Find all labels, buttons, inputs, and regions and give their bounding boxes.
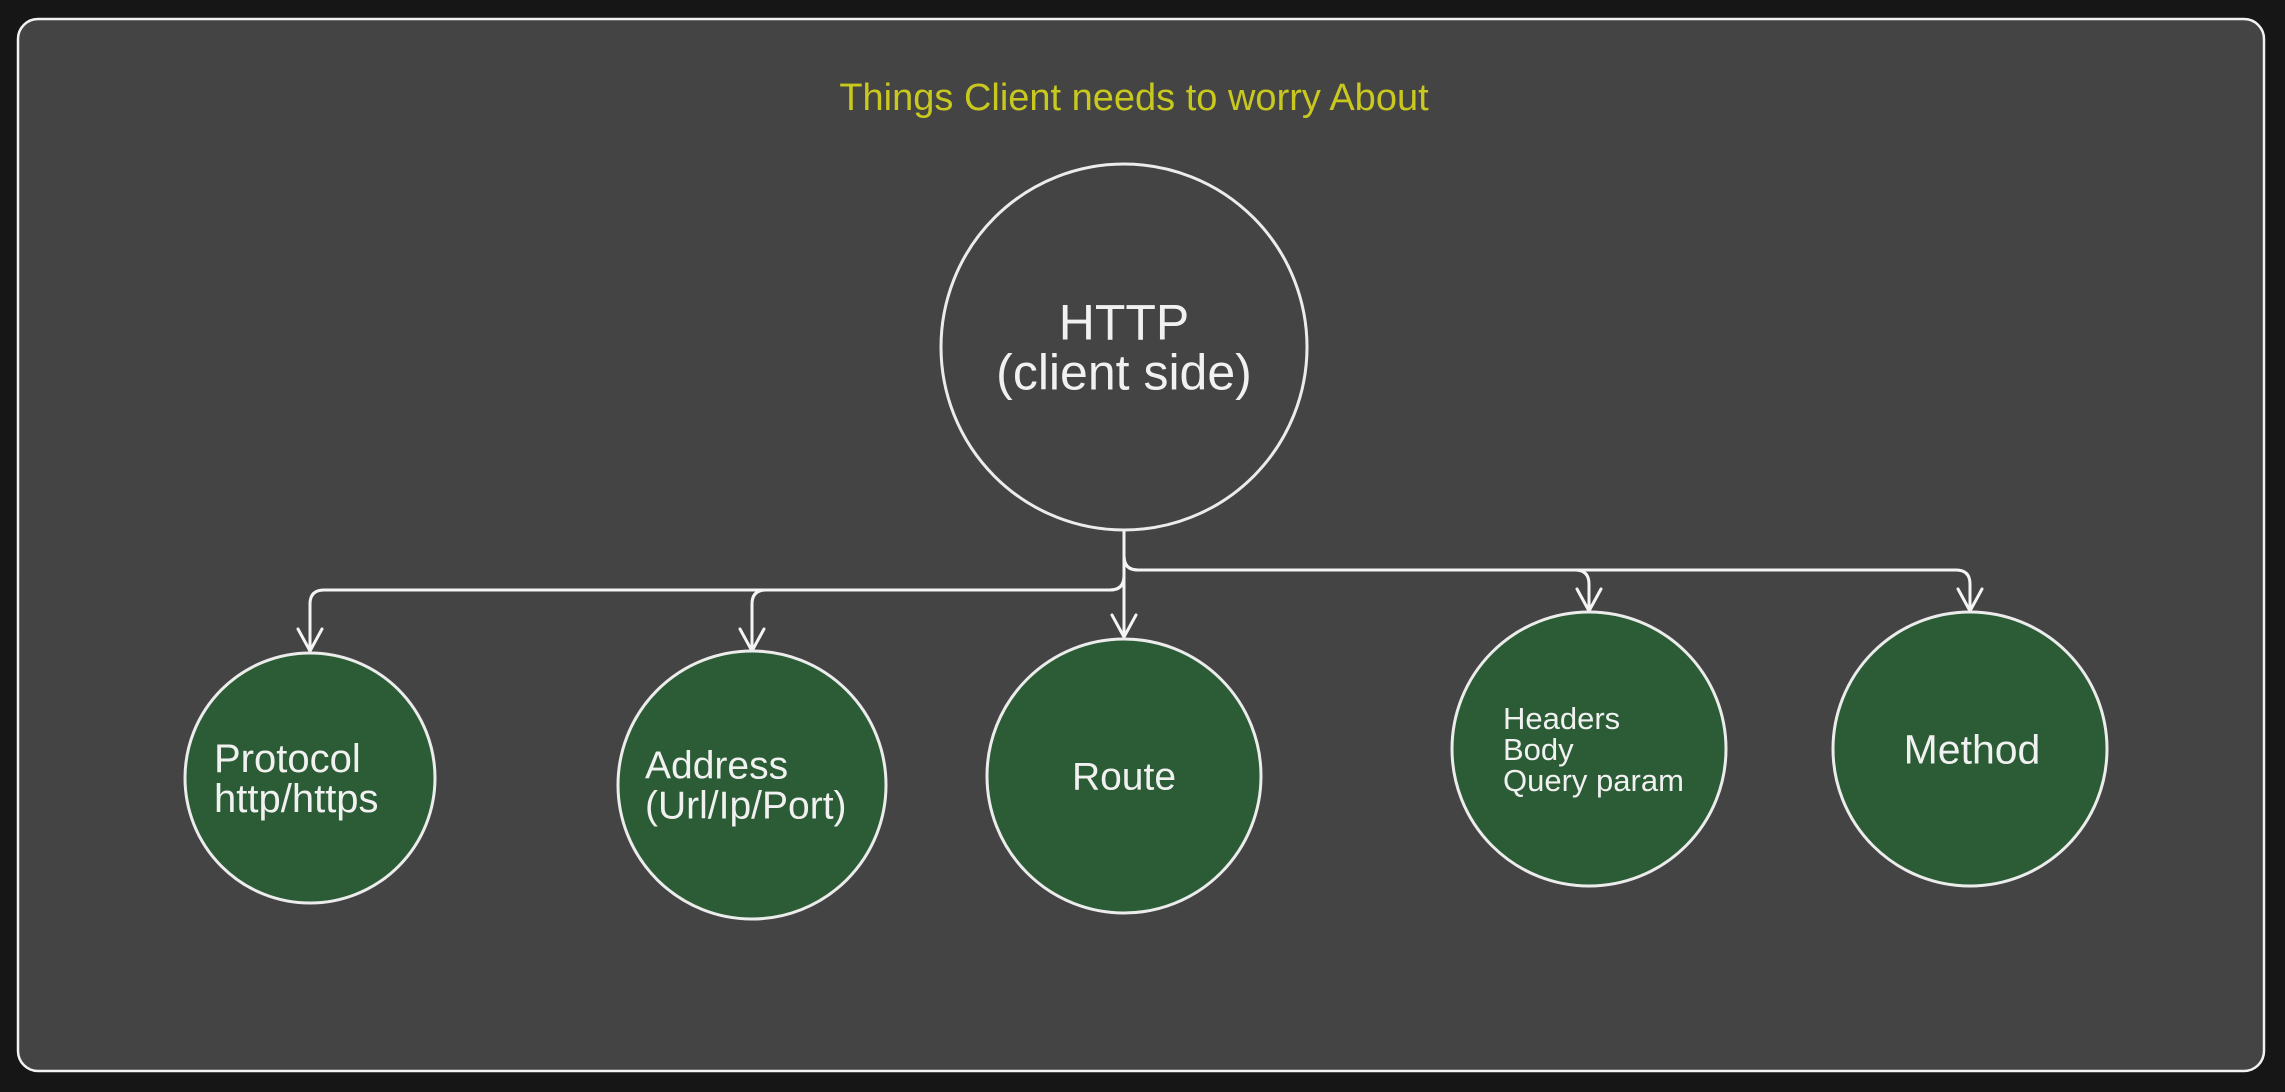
- node-headers-body-query-label-line: Headers: [1503, 701, 1620, 736]
- node-headers-body-query-label-line: Query param: [1503, 763, 1684, 798]
- node-route-circle: [985, 637, 1263, 915]
- diagram-title: Things Client needs to worry About: [839, 77, 1429, 119]
- edge-root-to-method: [1122, 528, 1972, 613]
- node-headers-body-query-circle: [1450, 610, 1728, 888]
- node-http-label-line: HTTP: [1059, 295, 1190, 351]
- arrowhead-route: [1110, 613, 1138, 639]
- node-protocol-circle: [183, 651, 437, 905]
- node-protocol-label-line: Protocol: [214, 737, 361, 781]
- node-route-label-line: Route: [1072, 756, 1176, 799]
- node-http-client-side: HTTP(client side): [939, 162, 1309, 532]
- node-method-circle: [1831, 610, 2109, 888]
- node-http-circle: [939, 162, 1309, 532]
- node-protocol-label-line: http/https: [214, 777, 379, 821]
- arrowhead-protocol: [296, 627, 324, 653]
- node-method: Method: [1831, 610, 2109, 888]
- node-http-label-line: (client side): [996, 345, 1252, 401]
- node-headers-body-query-label-line: Body: [1503, 732, 1574, 767]
- node-method-label-line: Method: [1904, 726, 2041, 772]
- node-route: Route: [985, 637, 1263, 915]
- node-address-label-line: Address: [645, 745, 788, 788]
- node-address: Address(Url/Ip/Port): [616, 649, 888, 921]
- node-address-circle: [616, 649, 888, 921]
- node-address-label-line: (Url/Ip/Port): [645, 785, 847, 828]
